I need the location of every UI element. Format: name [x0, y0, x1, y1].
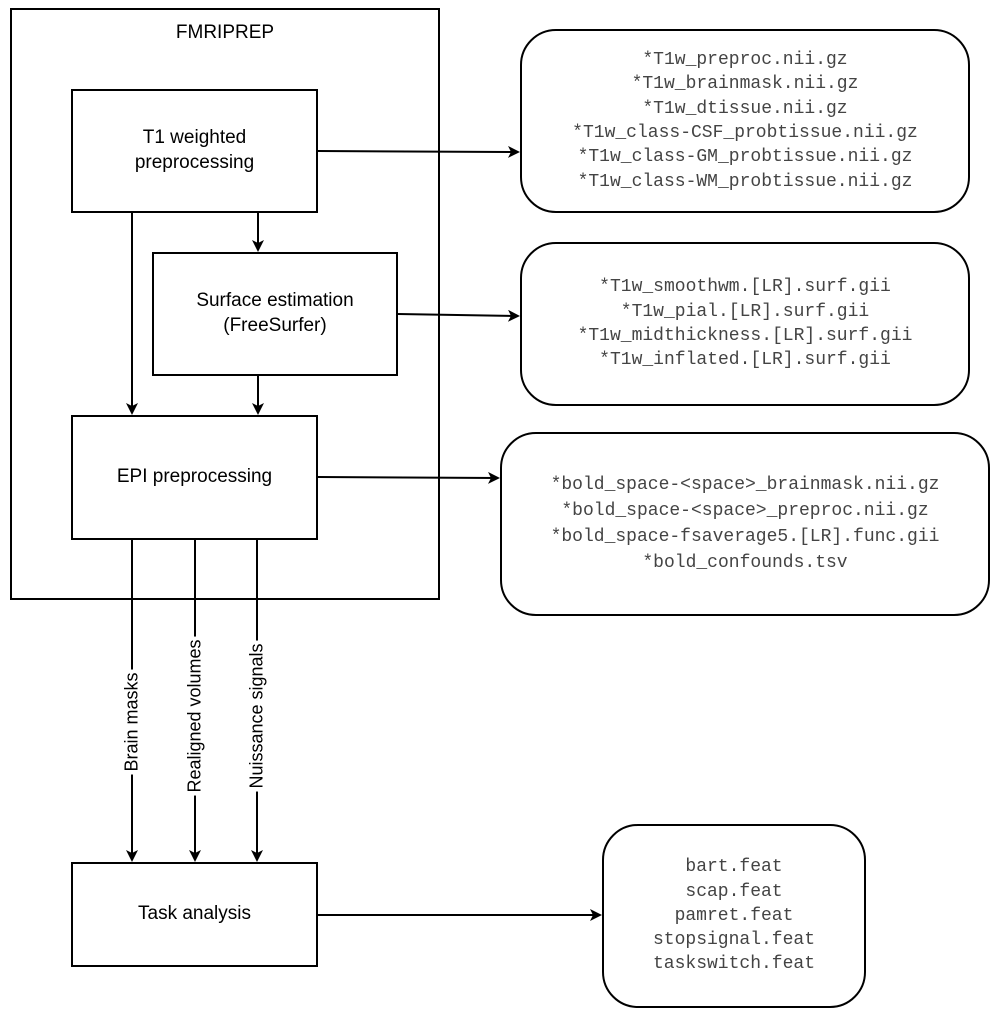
output-file: *T1w_midthickness.[LR].surf.gii [577, 326, 913, 346]
output-file: *bold_space-<space>_brainmask.nii.gz [550, 474, 940, 495]
output-file: *bold_space-<space>_preproc.nii.gz [561, 500, 929, 521]
arrow-epi-to-outputs [317, 471, 500, 484]
t1-outputs-box: *T1w_preproc.nii.gz *T1w_brainmask.nii.g… [520, 29, 970, 213]
surface-outputs-box: *T1w_smoothwm.[LR].surf.gii *T1w_pial.[L… [520, 242, 970, 406]
arrow-t1-to-outputs [317, 145, 520, 158]
surface-estimation-box: Surface estimation (FreeSurfer) [152, 252, 398, 376]
output-file: *T1w_class-CSF_probtissue.nii.gz [572, 123, 918, 143]
output-file: *bold_confounds.tsv [642, 553, 848, 574]
fmriprep-container [10, 8, 440, 600]
t1-preprocessing-box: T1 weighted preprocessing [71, 89, 318, 213]
output-file: taskswitch.feat [652, 954, 816, 975]
output-file: scap.feat [685, 881, 783, 902]
output-file: *T1w_pial.[LR].surf.gii [620, 301, 870, 322]
output-file: *T1w_brainmask.nii.gz [631, 74, 859, 95]
epi-preprocessing-box: EPI preprocessing [71, 415, 318, 540]
arrow-surface-to-outputs [397, 309, 520, 322]
task-outputs-box: bart.feat scap.feat pamret.feat stopsign… [602, 824, 866, 1008]
fmriprep-title: FMRIPREP [175, 22, 275, 43]
output-file: pamret.feat [674, 905, 794, 926]
edge-label-realigned-volumes: Realigned volumes [182, 636, 208, 796]
output-file: *T1w_class-WM_probtissue.nii.gz [577, 171, 913, 192]
output-file: bart.feat [685, 857, 783, 878]
edge-label-nuisance-signals: Nuissance signals [244, 640, 270, 792]
output-file: *T1w_preproc.nii.gz [642, 50, 848, 71]
output-file: *T1w_inflated.[LR].surf.gii [599, 350, 891, 371]
output-file: stopsignal.feat [652, 930, 816, 951]
epi-outputs-box: *bold_space-<space>_brainmask.nii.gz *bo… [500, 432, 990, 616]
task-analysis-box: Task analysis [71, 862, 318, 967]
output-file: *bold_space-fsaverage5.[LR].func.gii [550, 527, 940, 547]
output-file: *T1w_smoothwm.[LR].surf.gii [599, 277, 891, 298]
output-file: *T1w_dtissue.nii.gz [642, 98, 848, 119]
output-file: *T1w_class-GM_probtissue.nii.gz [577, 147, 913, 168]
edge-label-brain-masks: Brain masks [119, 669, 145, 775]
